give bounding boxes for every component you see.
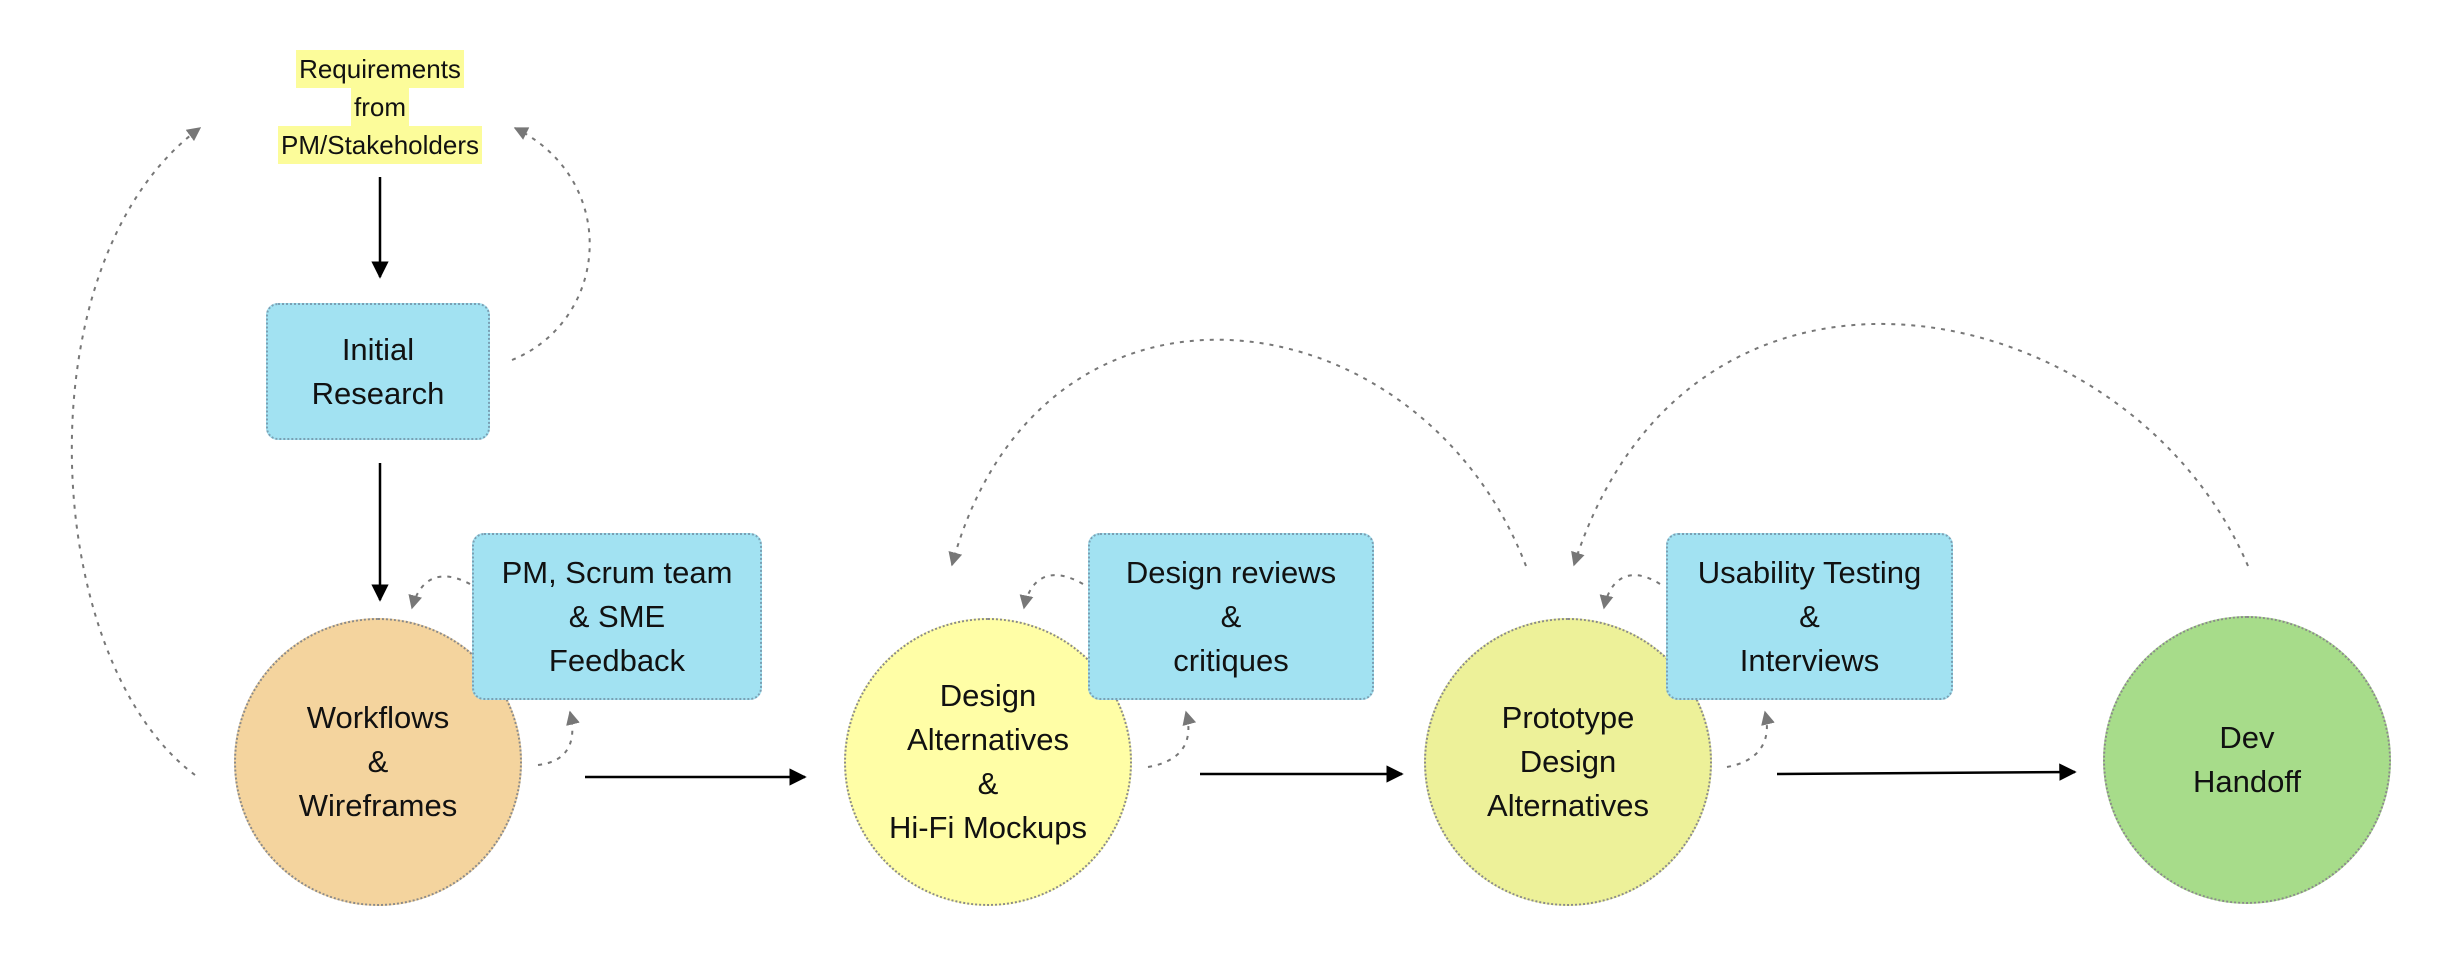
design-reviews-line-1: Design reviews [1125, 554, 1337, 590]
prototype-line-2: Design [1519, 744, 1617, 779]
requirements-line-2: from [351, 88, 409, 126]
loop-reviews-to-design [1019, 574, 1084, 610]
dev-handoff-line-1: Dev [2219, 720, 2275, 755]
design-reviews-critiques-box: Design reviews & critiques [1088, 533, 1374, 700]
dev-handoff-line-2: Handoff [2192, 764, 2301, 799]
feedback-line-1: PM, Scrum team [501, 554, 733, 590]
loop-workflows-to-requirements [70, 127, 202, 776]
requirements-line-1: Requirements [296, 50, 464, 88]
design-alt-line-4: Hi-Fi Mockups [888, 810, 1088, 845]
dev-handoff-node: Dev Handoff [2103, 616, 2391, 904]
design-reviews-line-2: & [1220, 598, 1242, 634]
design-reviews-line-3: critiques [1173, 642, 1289, 678]
design-alt-line-3: & [977, 766, 999, 801]
usability-line-2: & [1799, 598, 1820, 634]
initial-research-line-1: Initial [341, 331, 415, 367]
requirements-line-3: PM/Stakeholders [278, 126, 482, 164]
requirements-label: Requirements from PM/Stakeholders [240, 50, 520, 164]
feedback-line-2: & SME [568, 598, 666, 634]
initial-research-box: Initial Research [266, 303, 490, 440]
loop-usability-to-prototype [1599, 574, 1661, 610]
usability-line-3: Interviews [1739, 642, 1880, 678]
prototype-line-1: Prototype [1501, 700, 1635, 735]
prototype-line-3: Alternatives [1487, 788, 1649, 823]
loop-handoff-to-prototype [1571, 322, 2249, 567]
loop-workflows-to-feedback [537, 710, 580, 766]
workflows-line-2: & [367, 744, 389, 779]
prototype-design-alternatives-node: Prototype Design Alternatives [1424, 618, 1712, 906]
workflows-line-3: Wireframes [298, 788, 458, 823]
loop-feedback-to-workflows [408, 575, 471, 610]
design-alternatives-node: Design Alternatives & Hi-Fi Mockups [844, 618, 1132, 906]
design-alt-line-1: Design [939, 678, 1037, 713]
arrow-prototype-to-handoff [1776, 763, 2077, 781]
loop-research-to-requirements [511, 127, 591, 361]
loop-prototype-to-design [948, 338, 1527, 567]
design-alt-line-2: Alternatives [907, 722, 1069, 757]
usability-line-1: Usability Testing [1697, 554, 1922, 590]
feedback-line-3: Feedback [548, 642, 686, 678]
pm-scrum-sme-feedback-box: PM, Scrum team & SME Feedback [472, 533, 762, 700]
initial-research-line-2: Research [311, 375, 445, 411]
loop-design-to-reviews [1147, 710, 1197, 768]
loop-prototype-to-usability [1726, 710, 1775, 768]
usability-testing-interviews-box: Usability Testing & Interviews [1666, 533, 1953, 700]
workflows-line-1: Workflows [306, 700, 450, 735]
